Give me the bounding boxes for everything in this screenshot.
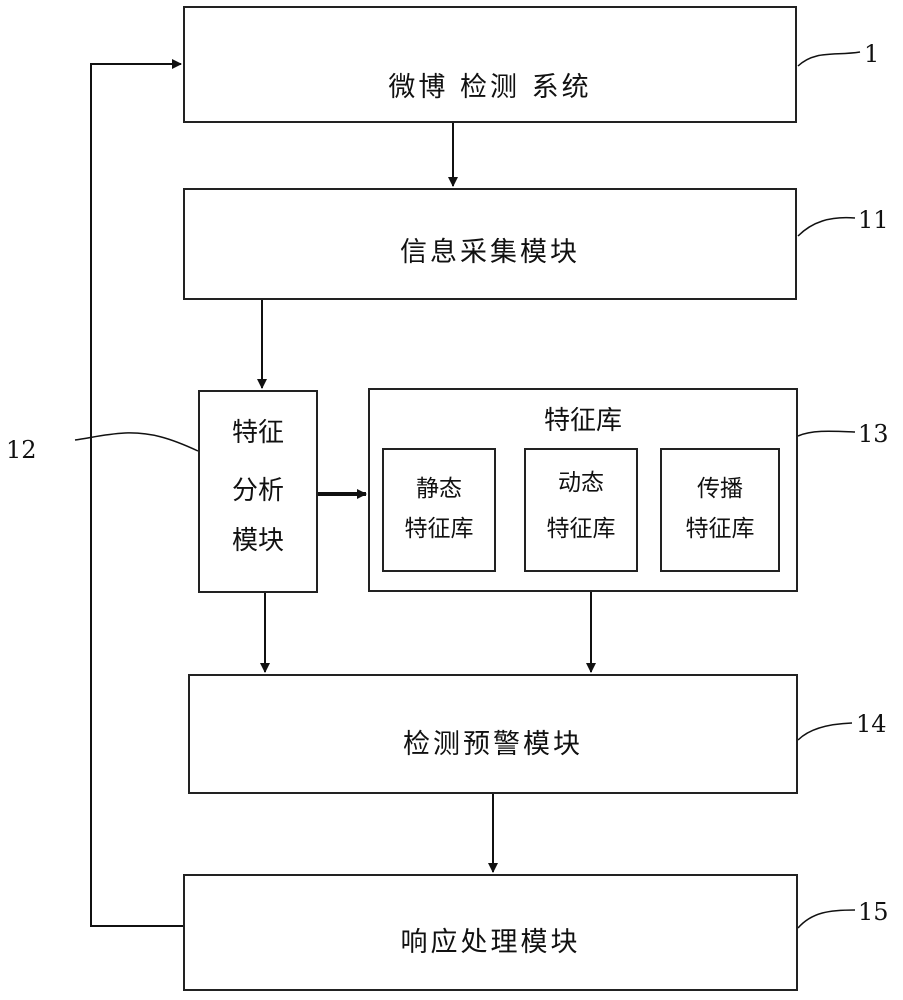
weibo-detection-system-label: 微博 检测 系统 <box>388 72 592 103</box>
leader-15 <box>797 909 856 929</box>
leader-13 <box>797 430 856 437</box>
static-feature-line-2: 特征库 <box>404 516 474 542</box>
ref-label-13: 13 <box>858 420 889 448</box>
dynamic-feature-line-1: 动态 <box>558 470 604 496</box>
ref-label-1: 1 <box>864 40 880 68</box>
leader-11 <box>797 216 856 237</box>
static-feature-library-box: 静态 特征库 <box>382 448 496 572</box>
leader-14 <box>797 722 853 741</box>
static-feature-line-1: 静态 <box>416 476 462 502</box>
info-collection-module-label: 信息采集模块 <box>400 237 580 268</box>
ref-label-14: 14 <box>856 710 887 738</box>
arrow-feedback-loop <box>90 59 183 927</box>
feature-analysis-line-1: 特征 <box>231 418 284 448</box>
dynamic-feature-line-2: 特征库 <box>546 516 616 542</box>
propagation-feature-line-2: 特征库 <box>685 516 755 542</box>
feature-library-title: 特征库 <box>543 406 622 436</box>
propagation-feature-library-box: 传播 特征库 <box>660 448 780 572</box>
feature-library-box: 特征库 静态 特征库 动态 特征库 传播 特征库 <box>368 388 798 592</box>
ref-label-12: 12 <box>6 436 37 464</box>
ref-label-15: 15 <box>858 898 889 926</box>
feature-analysis-line-2: 分析 <box>231 476 284 506</box>
ref-label-11: 11 <box>858 206 889 234</box>
detection-warning-module-box: 检测预警模块 <box>188 674 798 794</box>
info-collection-module-box: 信息采集模块 <box>183 188 797 300</box>
feature-analysis-module-box: 特征 分析 模块 <box>198 390 318 593</box>
weibo-detection-system-box: 微博 检测 系统 <box>183 6 797 123</box>
feature-analysis-line-3: 模块 <box>231 526 284 556</box>
detection-warning-module-label: 检测预警模块 <box>403 729 583 760</box>
leader-1 <box>797 51 861 67</box>
dynamic-feature-library-box: 动态 特征库 <box>524 448 638 572</box>
response-processing-module-box: 响应处理模块 <box>183 874 798 991</box>
leader-12 <box>74 432 199 452</box>
propagation-feature-line-1: 传播 <box>697 476 743 502</box>
response-processing-module-label: 响应处理模块 <box>400 927 581 958</box>
